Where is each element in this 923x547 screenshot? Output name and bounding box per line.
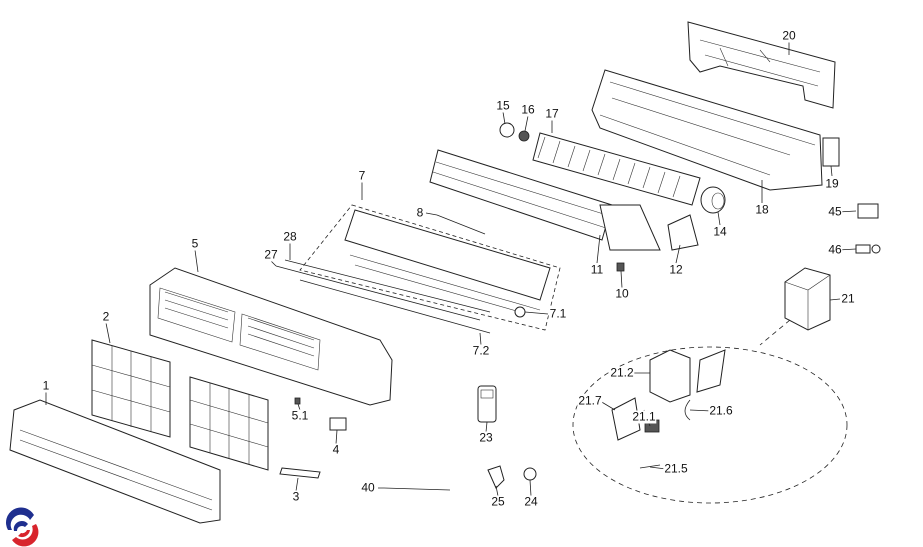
label-18: 18 <box>754 202 770 217</box>
label-3: 3 <box>291 489 301 504</box>
label-5-1: 5.1 <box>290 408 310 423</box>
part-7-2 <box>299 279 491 334</box>
label-28: 28 <box>282 229 298 244</box>
part-21-electric-box <box>784 267 831 331</box>
part-24 <box>523 467 537 481</box>
label-5: 5 <box>190 236 200 251</box>
label-16: 16 <box>520 102 536 117</box>
part-17-cross-flow-fan <box>532 132 701 206</box>
part-5-1 <box>294 397 301 405</box>
label-46: 46 <box>827 242 843 257</box>
label-40: 40 <box>360 480 376 495</box>
label-15: 15 <box>495 98 511 113</box>
part-2-air-filter-right <box>189 376 269 471</box>
part-16 <box>518 130 530 142</box>
label-21-7: 21.7 <box>577 393 603 408</box>
part-5-front-panel <box>149 267 393 406</box>
part-45 <box>857 203 879 219</box>
part-7-group-outline <box>299 204 561 331</box>
label-21-5: 21.5 <box>663 461 689 476</box>
label-19: 19 <box>824 176 840 191</box>
part-25 <box>487 465 505 489</box>
part-21-7 <box>611 397 641 441</box>
part-1-front-panel <box>9 399 221 524</box>
label-1: 1 <box>41 378 51 393</box>
part-23-remote-control <box>477 385 497 423</box>
label-25: 25 <box>490 494 506 509</box>
label-24: 24 <box>523 494 539 509</box>
part-11-evaporator <box>429 149 661 251</box>
part-21-6 <box>684 399 691 421</box>
part-7-1 <box>514 306 526 318</box>
label-23: 23 <box>478 430 494 445</box>
label-2: 2 <box>101 309 111 324</box>
part-19 <box>822 137 840 167</box>
part-21-detail-outline <box>572 346 848 504</box>
part-27 <box>275 265 481 321</box>
label-8: 8 <box>415 205 425 220</box>
label-20: 20 <box>781 28 797 43</box>
label-7-1: 7.1 <box>548 306 568 321</box>
brand-logo <box>5 507 39 547</box>
label-21-1: 21.1 <box>631 409 657 424</box>
part-4 <box>329 417 347 431</box>
part-46 <box>855 244 881 254</box>
label-4: 4 <box>331 442 341 457</box>
detail-callout-line <box>759 319 791 346</box>
label-21-6: 21.6 <box>708 403 734 418</box>
part-3 <box>279 467 321 479</box>
label-10: 10 <box>614 286 630 301</box>
part-7-drain-pan <box>344 209 551 313</box>
part-2-air-filter <box>91 339 171 438</box>
part-12 <box>667 214 699 251</box>
part-8 <box>436 214 486 235</box>
part-21-5 <box>639 464 661 469</box>
part-21-2 <box>649 349 691 403</box>
part-14-motor <box>700 186 726 214</box>
label-7: 7 <box>357 168 367 183</box>
label-21-2: 21.2 <box>609 365 635 380</box>
part-18-chassis <box>591 69 823 191</box>
label-17: 17 <box>544 106 560 121</box>
part-20-mounting-plate <box>687 21 836 109</box>
label-11: 11 <box>589 262 605 277</box>
label-14: 14 <box>712 224 728 239</box>
label-27: 27 <box>263 247 279 262</box>
label-45: 45 <box>827 204 843 219</box>
part-15 <box>499 122 515 138</box>
part-10 <box>616 262 625 272</box>
part-40 <box>383 487 451 491</box>
label-21: 21 <box>840 291 856 306</box>
part-21-cover <box>696 349 726 393</box>
label-12: 12 <box>668 262 684 277</box>
label-7-2: 7.2 <box>471 343 491 358</box>
part-28 <box>284 259 491 313</box>
